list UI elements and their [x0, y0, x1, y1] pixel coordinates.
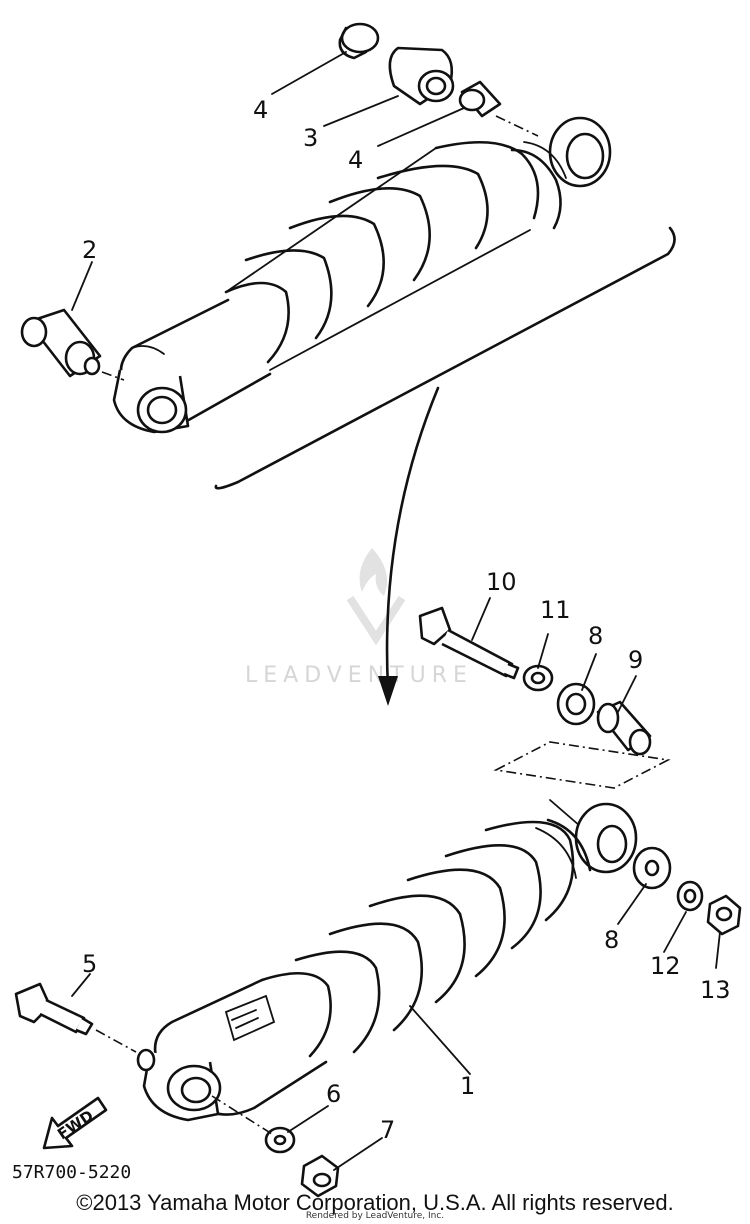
lower-spring [260, 820, 575, 1058]
nut-7 [300, 1154, 340, 1198]
callout-10: 10 [486, 568, 517, 596]
collar-9 [596, 700, 652, 756]
callout-8-upper: 8 [588, 622, 603, 650]
callout-3: 3 [303, 124, 318, 152]
callout-13: 13 [700, 976, 731, 1004]
bush-3 [388, 46, 455, 106]
callout-7: 7 [380, 1116, 395, 1144]
upper-eye [548, 116, 612, 188]
watermark-text: LEADVENTURE [245, 663, 473, 688]
upper-spring [224, 140, 540, 371]
arrow-line [385, 386, 440, 690]
lower-eye-upper-assy [112, 369, 190, 434]
rendered-by-note: Rendered by LeadVenture, Inc. [305, 1211, 445, 1221]
callout-4-second: 4 [348, 146, 363, 174]
callout-4-top: 4 [253, 96, 268, 124]
washer-8-upper [556, 682, 596, 726]
washer-11 [522, 664, 554, 692]
arrow-head [378, 676, 398, 706]
copyright-notice: ©2013 Yamaha Motor Corporation, U.S.A. A… [76, 1190, 674, 1215]
diagram-part-code: 57R700-5220 [12, 1162, 131, 1183]
leader-lines [71, 51, 721, 1171]
lower-shock-assembly [136, 802, 638, 1122]
callout-8-lower: 8 [604, 926, 619, 954]
fwd-arrow: FWD [42, 1096, 108, 1150]
leadventure-watermark: LEADVENTURE [245, 548, 473, 688]
fwd-label: FWD [54, 1106, 97, 1143]
callout-2: 2 [82, 236, 97, 264]
callout-labels: 4 3 4 2 10 11 8 9 8 12 13 5 1 6 7 [82, 96, 731, 1144]
callout-9: 9 [628, 646, 643, 674]
nut-13 [706, 894, 742, 936]
callout-6: 6 [326, 1080, 341, 1108]
group-bracket [214, 226, 676, 490]
collar-2 [20, 308, 102, 378]
bolt-5 [14, 982, 94, 1036]
callout-5: 5 [82, 950, 97, 978]
washer-12 [676, 880, 704, 912]
callout-12: 12 [650, 952, 681, 980]
lower-eye [136, 1048, 222, 1122]
bolt-10 [418, 606, 520, 680]
upper-shock-assembly [20, 22, 612, 434]
callout-1: 1 [460, 1072, 475, 1100]
lower-upper-eye [574, 802, 638, 874]
collar-upper-a [338, 22, 380, 60]
washer-6 [264, 1126, 296, 1154]
collar-upper-b [458, 80, 502, 118]
washer-8-lower [632, 846, 672, 890]
callout-11: 11 [540, 596, 571, 624]
